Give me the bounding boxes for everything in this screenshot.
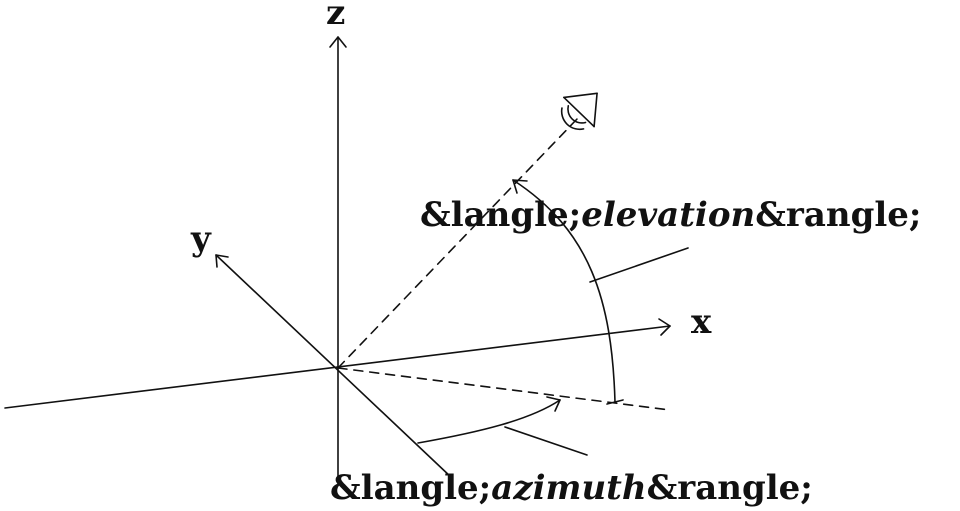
x-axis-label: x [691,302,712,342]
z-axis [329,36,347,479]
elevation-word: elevation [581,195,755,235]
elevation-arc [512,179,624,405]
ground-projection [337,367,671,411]
eye-icon [560,92,598,131]
y-axis [215,254,453,479]
azimuth-label: &langle;azimuth&rangle; [330,468,813,508]
azimuth-leader [504,426,588,456]
y-axis-label: y [190,219,212,259]
azimuth-close: &rangle; [647,468,813,508]
azimuth-word: azimuth [491,468,646,508]
azimuth-arc [417,396,561,444]
line-of-sight [337,117,579,369]
elevation-leader [589,247,689,283]
elevation-label: &langle;elevation&rangle; [420,195,921,235]
x-axis [4,318,671,409]
z-axis-label: z [326,0,345,33]
elevation-open: &langle; [420,195,581,235]
elevation-close: &rangle; [755,195,921,235]
azimuth-open: &langle; [330,468,491,508]
